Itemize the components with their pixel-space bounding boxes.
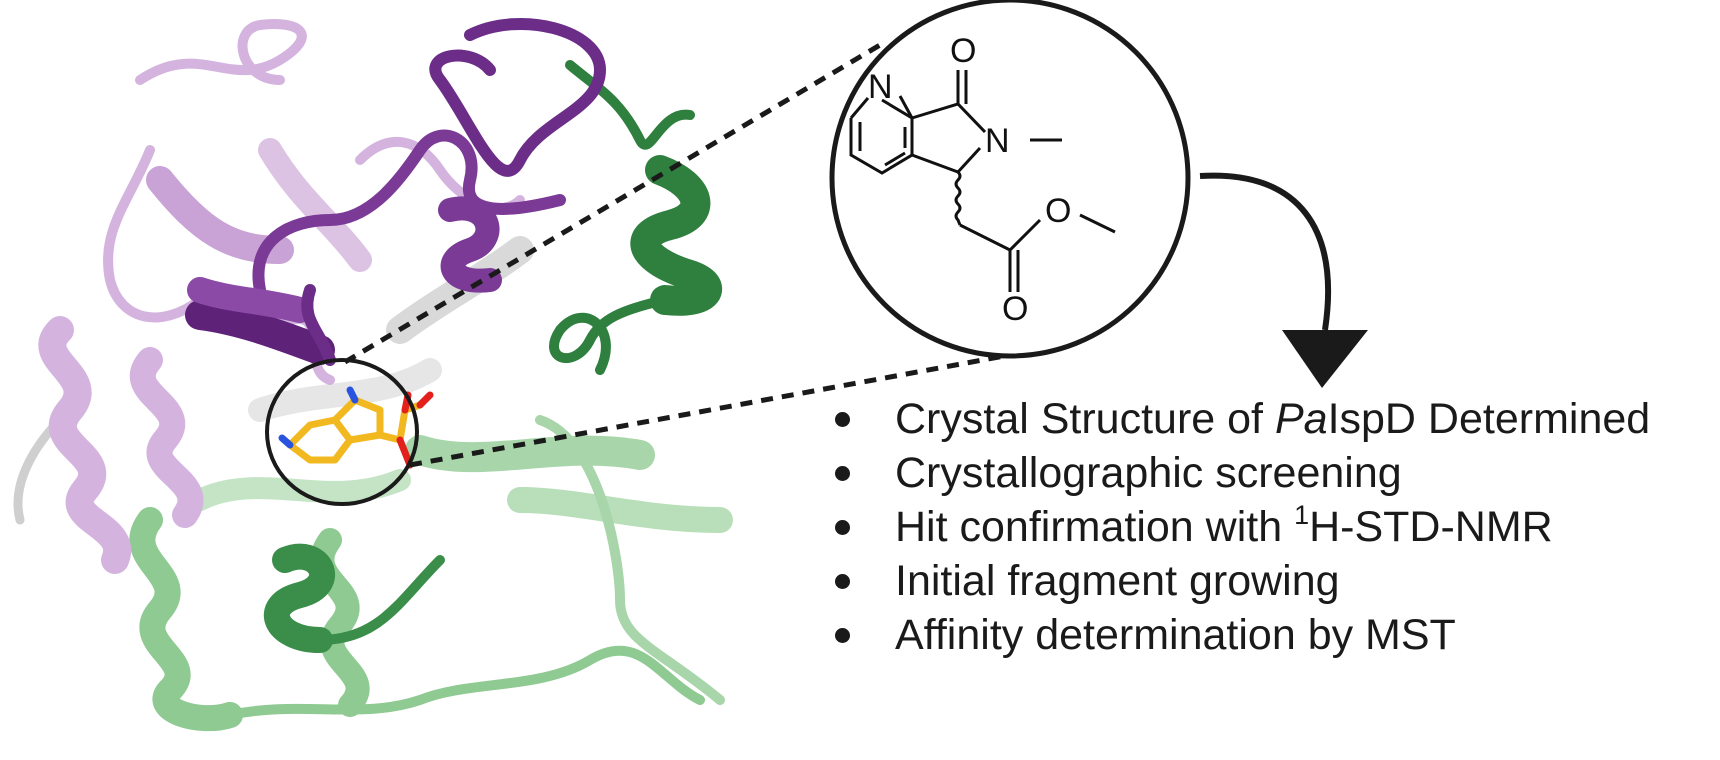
atom-label-n-lactam: N bbox=[985, 122, 1010, 160]
molecule-zoom-circle bbox=[829, 0, 1191, 359]
green-light-loop-1 bbox=[225, 645, 705, 720]
ligand-nitrogen-bonds bbox=[278, 386, 359, 449]
ligand-stick-model bbox=[278, 386, 434, 469]
purple-dark-domain bbox=[185, 18, 606, 366]
purple-dark-loop-3 bbox=[301, 284, 336, 366]
bullet-crystallographic-screening: Crystallographic screening bbox=[835, 446, 1650, 500]
purple-dark-strand-2 bbox=[187, 277, 313, 323]
purple-dark-strand-1 bbox=[185, 300, 335, 365]
grey-strand-1 bbox=[386, 236, 534, 344]
purple-dark-helix-1 bbox=[438, 196, 502, 293]
bullet-dot bbox=[835, 520, 850, 535]
atom-label-o-carbonyl: O bbox=[950, 32, 976, 70]
curved-arrow-shaft bbox=[1199, 172, 1332, 331]
atom-label-o-ester-ether: O bbox=[1045, 192, 1071, 230]
wavy-stereo-bond bbox=[954, 170, 962, 226]
lactam-ring-bonds bbox=[911, 70, 987, 174]
pyridine-n-bonds bbox=[849, 95, 914, 119]
purple-light-strand-2 bbox=[258, 138, 372, 272]
pyridine-ring-bonds bbox=[849, 98, 914, 175]
curved-arrow bbox=[1199, 172, 1368, 388]
purple-light-loop-1 bbox=[135, 19, 307, 85]
green-light-strand-2 bbox=[507, 487, 733, 533]
pyridine-double-bonds bbox=[858, 122, 907, 167]
fragment-structure bbox=[849, 70, 1116, 292]
green-dark-helix-2 bbox=[263, 543, 335, 653]
green-light-loop-2 bbox=[535, 415, 725, 705]
green-light-helix-1 bbox=[129, 507, 243, 732]
findings-bullet-list: Crystal Structure of PaIspD Determined C… bbox=[835, 392, 1650, 662]
bullet-dot bbox=[835, 574, 850, 589]
protein-cartoon bbox=[13, 18, 733, 732]
bullet-fragment-growing: Initial fragment growing bbox=[835, 554, 1650, 608]
bullet-crystal-structure: Crystal Structure of PaIspD Determined bbox=[835, 392, 1650, 446]
binding-site-circle bbox=[265, 358, 419, 506]
bullet-dot bbox=[835, 466, 850, 481]
fragment-atom-labels: N O N O O bbox=[868, 32, 1071, 328]
zoom-lines bbox=[343, 42, 1011, 468]
purple-light-helix-2 bbox=[129, 347, 204, 528]
bullet-affinity-mst: Affinity determination by MST bbox=[835, 608, 1650, 662]
atom-label-o-ester-carbonyl: O bbox=[1002, 290, 1028, 328]
green-dark-helix-1 bbox=[630, 155, 722, 316]
purple-light-strand-1 bbox=[146, 166, 294, 264]
green-dark-domain bbox=[263, 60, 722, 653]
green-light-strand-1 bbox=[405, 435, 655, 473]
ester-chain-bonds bbox=[959, 218, 1042, 292]
bullet-dot bbox=[835, 412, 850, 427]
purple-dark-loop-1 bbox=[429, 18, 606, 177]
atom-label-n-ring: N bbox=[868, 68, 893, 106]
purple-light-loop-2 bbox=[103, 145, 205, 323]
bullet-dot bbox=[835, 628, 850, 643]
green-dark-loop-3 bbox=[315, 555, 445, 645]
curved-arrow-head bbox=[1282, 330, 1368, 388]
green-dark-loop-2 bbox=[549, 295, 670, 375]
bullet-hit-confirmation: Hit confirmation with 1H-STD-NMR bbox=[835, 500, 1650, 554]
ester-methyl-bond bbox=[1079, 213, 1116, 234]
purple-light-helix-1 bbox=[38, 316, 131, 574]
zoom-line-lower bbox=[409, 352, 1011, 468]
